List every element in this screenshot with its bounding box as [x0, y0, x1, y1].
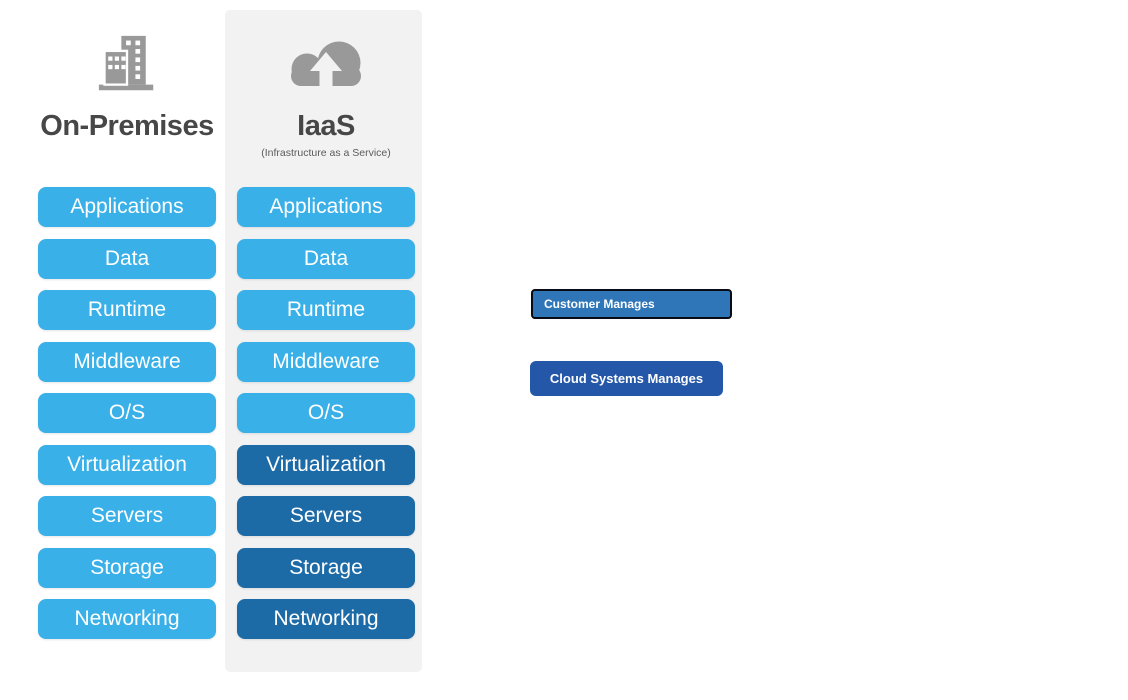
layer-iaas-applications: Applications	[237, 187, 415, 227]
cloud-upload-icon	[284, 36, 368, 92]
layer-iaas-virtualization: Virtualization	[237, 444, 415, 485]
layer-onprem-virtualization: Virtualization	[38, 444, 216, 485]
onprem-title: On-Premises	[40, 110, 214, 142]
layer-onprem-networking: Networking	[38, 599, 216, 639]
layer-iaas-storage: Storage	[237, 547, 415, 588]
layer-iaas-data: Data	[237, 238, 415, 279]
legend-cloud-manages: Cloud Systems Manages	[530, 361, 723, 396]
layer-iaas-networking: Networking	[237, 599, 415, 639]
layer-onprem-servers: Servers	[38, 496, 216, 536]
layer-iaas-middleware: Middleware	[237, 341, 415, 382]
layer-onprem-o-s: O/S	[38, 393, 216, 433]
layer-onprem-middleware: Middleware	[38, 341, 216, 382]
layer-onprem-storage: Storage	[38, 547, 216, 588]
layer-onprem-applications: Applications	[38, 187, 216, 227]
layer-onprem-data: Data	[38, 238, 216, 279]
layer-iaas-servers: Servers	[237, 496, 415, 536]
layer-iaas-runtime: Runtime	[237, 290, 415, 330]
onprem-header: On-Premises	[38, 35, 216, 143]
iaas-header: IaaS (Infrastructure as a Service)	[237, 36, 415, 159]
iaas-subtitle: (Infrastructure as a Service)	[261, 146, 391, 159]
iaas-title: IaaS	[297, 110, 355, 142]
layer-onprem-runtime: Runtime	[38, 290, 216, 330]
building-icon	[97, 35, 157, 92]
legend-customer-manages: Customer Manages	[531, 289, 732, 319]
layer-iaas-o-s: O/S	[237, 393, 415, 433]
